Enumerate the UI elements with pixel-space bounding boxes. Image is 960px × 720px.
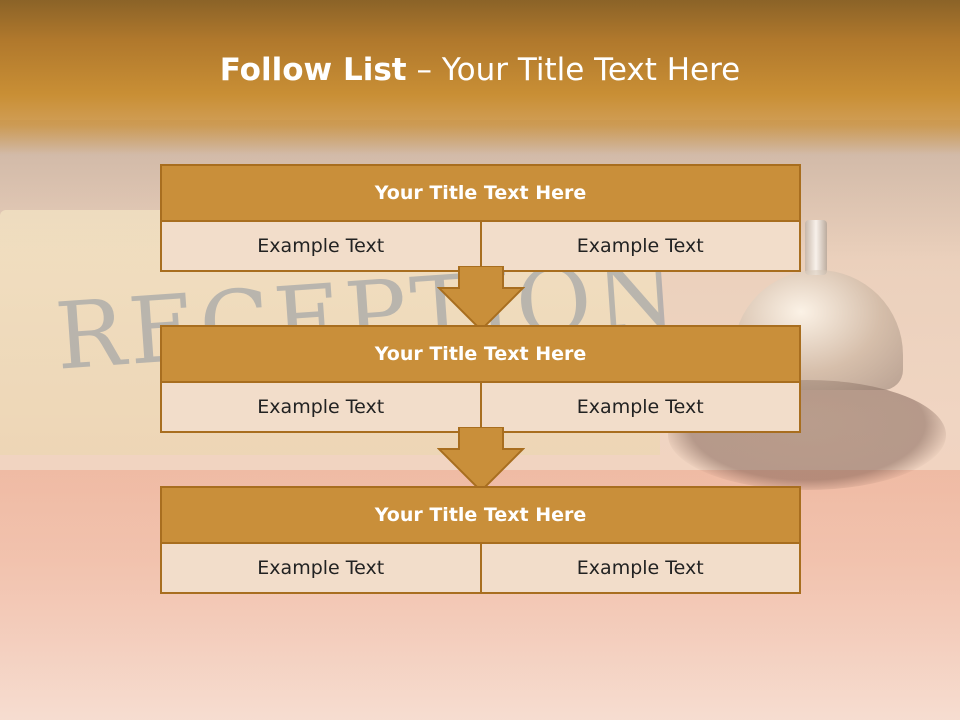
stage-row: Example Text Example Text bbox=[162, 383, 799, 431]
page-title-bold: Follow List bbox=[219, 52, 407, 88]
stage-cell-left: Example Text bbox=[162, 544, 480, 592]
stage-cell-right: Example Text bbox=[479, 383, 799, 431]
stage-box-1: Your Title Text Here Example Text Exampl… bbox=[160, 164, 801, 272]
stage-box-3: Your Title Text Here Example Text Exampl… bbox=[160, 486, 801, 594]
bell-plunger bbox=[805, 220, 827, 275]
stage-row: Example Text Example Text bbox=[162, 222, 799, 270]
stage-title: Your Title Text Here bbox=[162, 488, 799, 544]
stage-cell-left: Example Text bbox=[162, 383, 480, 431]
down-arrow-icon bbox=[437, 427, 525, 493]
stage-title: Your Title Text Here bbox=[162, 327, 799, 383]
header-band bbox=[0, 0, 960, 155]
stage-cell-left: Example Text bbox=[162, 222, 480, 270]
down-arrow-icon bbox=[437, 266, 525, 332]
stage-row: Example Text Example Text bbox=[162, 544, 799, 592]
stage-cell-right: Example Text bbox=[479, 544, 799, 592]
stage-box-2: Your Title Text Here Example Text Exampl… bbox=[160, 325, 801, 433]
page-title: Follow List – Your Title Text Here bbox=[0, 52, 960, 88]
stage-title: Your Title Text Here bbox=[162, 166, 799, 222]
stage-cell-right: Example Text bbox=[479, 222, 799, 270]
page-title-rest: – Your Title Text Here bbox=[416, 52, 741, 88]
